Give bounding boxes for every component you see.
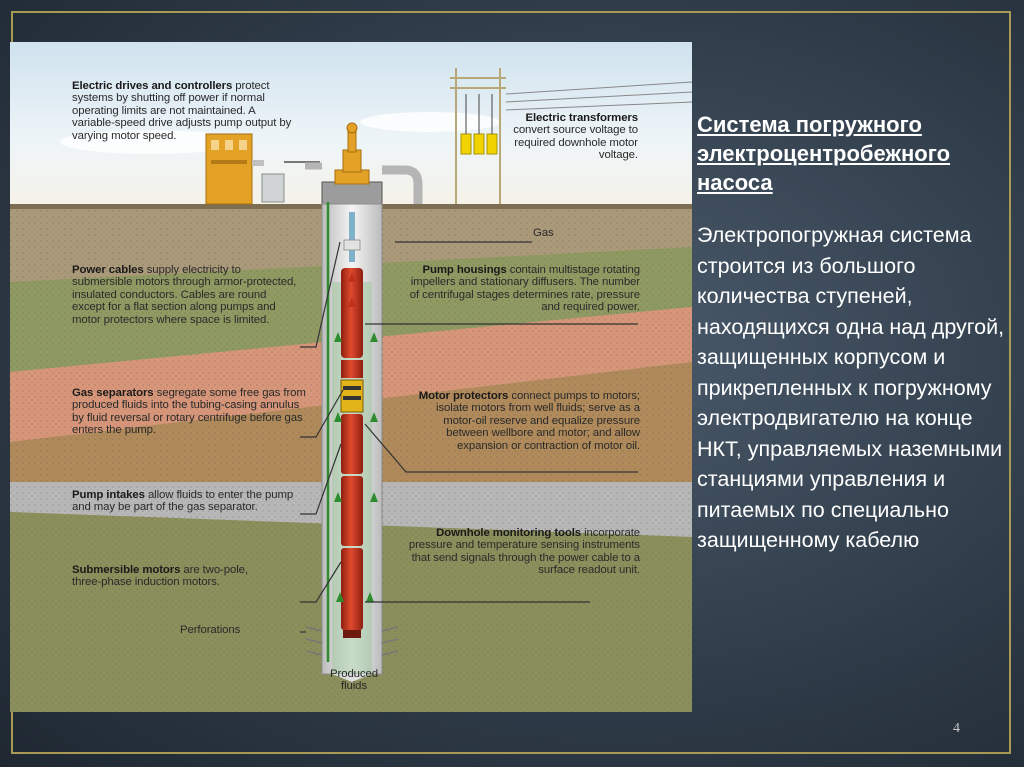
label-transformers: Electric transformers convert source vol… (508, 112, 638, 162)
slide-title: Система погружного электроцентробежного … (697, 110, 1007, 197)
label-electric-drives: Electric drives and controllers protect … (72, 80, 292, 142)
label-motor-protectors: Motor protectors connect pumps to motors… (406, 390, 640, 452)
label-perforations: Perforations (180, 624, 240, 636)
label-pump-intakes: Pump intakes allow fluids to enter the p… (72, 489, 302, 514)
esp-diagram: Electric drives and controllers protect … (10, 42, 692, 712)
label-submersible-motors: Submersible motors are two-pole, three-p… (72, 564, 272, 589)
label-produced-fluids: Produced fluids (328, 668, 380, 693)
slide-body-text: Электропогружная система строится из бол… (697, 220, 1007, 556)
page-number: 4 (953, 721, 960, 737)
label-gas: Gas (533, 227, 554, 239)
label-monitoring-tools: Downhole monitoring tools incorporate pr… (406, 527, 640, 577)
label-power-cables: Power cables supply electricity to subme… (72, 264, 302, 326)
label-pump-housings: Pump housings contain multistage rotatin… (406, 264, 640, 314)
label-gas-separators: Gas separators segregate some free gas f… (72, 387, 308, 437)
